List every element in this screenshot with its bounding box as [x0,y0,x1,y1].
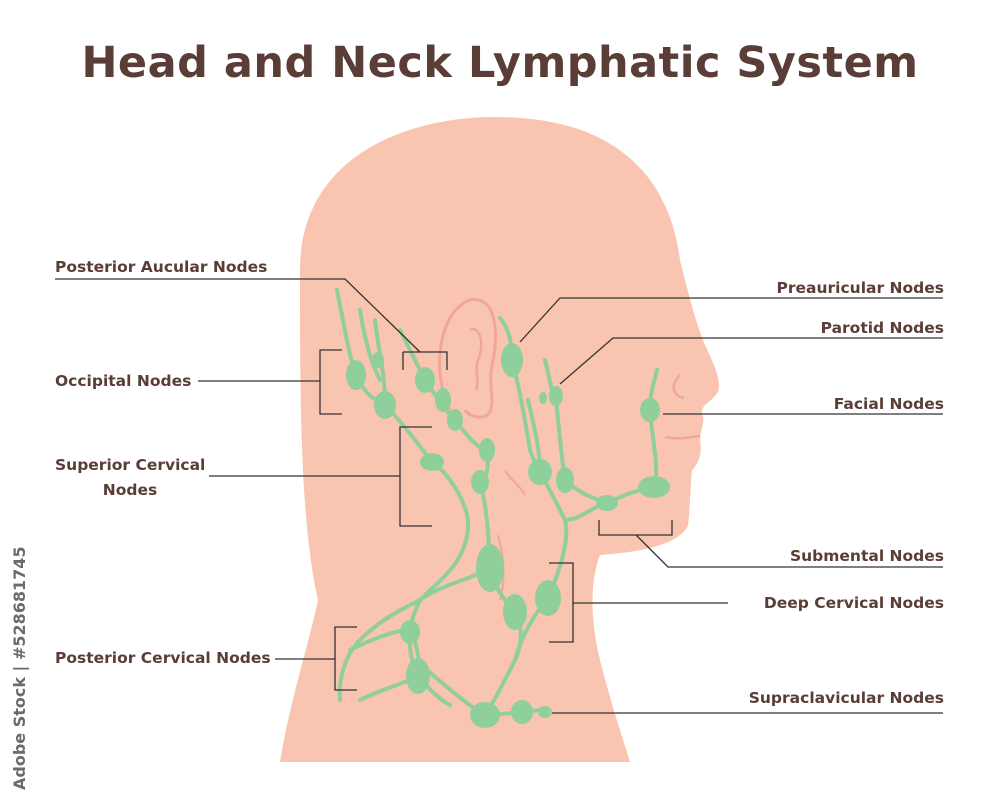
supraclavicular-node [511,700,533,724]
deep-cervical-node [535,580,561,616]
supraclavicular-node [470,702,500,728]
label-posterior-auricular-nodes: Posterior Aucular Nodes [55,258,268,276]
label-posterior-cervical-nodes: Posterior Cervical Nodes [55,649,271,667]
posterior-auricular-node [435,388,451,412]
posterior-cervical-node [400,620,420,644]
lymph-nodes [346,343,670,728]
posterior-auricular-node [447,409,463,431]
head-silhouette [280,117,719,763]
posterior-cervical-node [406,658,430,694]
label-parotid-nodes: Parotid Nodes [820,319,944,337]
label-superior-cervical-line1: Superior Cervical [55,456,206,474]
leader-lines [55,278,943,714]
posterior-auricular-node [415,367,435,393]
stock-id-text: Adobe Stock | #528681745 [10,546,29,790]
submental-node [596,495,618,511]
label-submental-nodes: Submental Nodes [789,547,944,565]
label-facial-nodes: Facial Nodes [833,395,944,413]
deep-cervical-node [476,544,504,592]
occipital-node [346,360,366,390]
occipital-node [374,391,396,419]
superior-cervical-node [420,453,444,471]
label-superior-cervical-nodes: Superior Cervical Nodes [55,453,205,503]
label-preauricular-nodes: Preauricular Nodes [776,279,944,297]
label-occipital-nodes: Occipital Nodes [55,372,192,390]
parotid-node [549,386,563,406]
deep-cervical-node [503,594,527,630]
cervical-node [528,459,552,485]
submental-node [638,476,670,498]
facial-node [640,398,660,422]
preauricular-node [501,343,523,377]
parotid-node [539,392,547,404]
label-deep-cervical-nodes: Deep Cervical Nodes [763,594,944,612]
label-supraclavicular-nodes: Supraclavicular Nodes [748,689,944,707]
page-title: Head and Neck Lymphatic System [81,38,919,88]
supraclavicular-node [538,706,552,718]
cervical-node [471,470,489,494]
label-superior-cervical-line2: Nodes [102,481,158,499]
cervical-node [479,438,495,462]
occipital-node [372,352,384,368]
ear [438,298,498,419]
cervical-node [556,467,574,493]
